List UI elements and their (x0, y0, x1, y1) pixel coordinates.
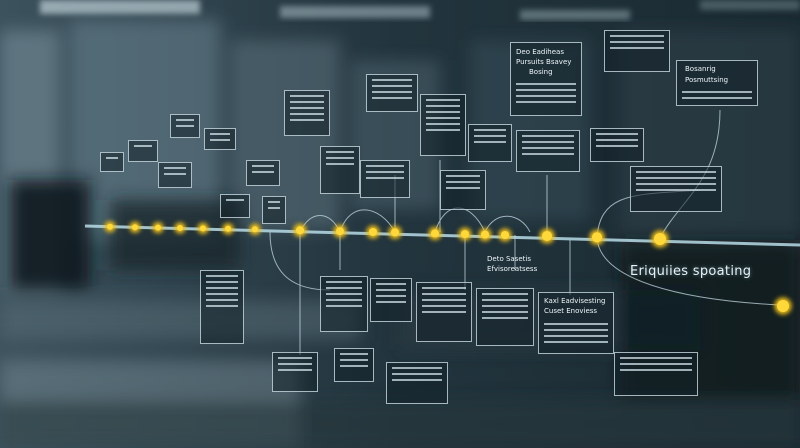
timeline-nodes (104, 221, 792, 315)
panel-right-sub: Posmuttsing (685, 76, 729, 84)
panel-top-e (516, 130, 580, 172)
timeline-node (777, 300, 789, 312)
ceiling-lights (40, 0, 800, 20)
panel-top-a (284, 90, 330, 136)
panel-left-e (128, 140, 158, 162)
panel-right-title: Bosanrig (685, 65, 716, 73)
timeline-node (200, 225, 206, 232)
panel-top-f (590, 128, 644, 162)
timeline-node (336, 227, 344, 236)
timeline-node (592, 232, 602, 243)
timeline-nodes-core (107, 223, 789, 312)
panel-bottom-i (614, 352, 698, 396)
panel-bottom-c (416, 282, 472, 342)
panel-left-g (262, 196, 286, 224)
panel-top-d (468, 124, 512, 162)
panel-left-d (158, 162, 192, 188)
panel-top-g (604, 30, 670, 72)
panel-bottom-b (370, 278, 412, 322)
panel-top-title: Deo Eadiheas (516, 48, 564, 56)
panel-bottom-e (272, 352, 318, 392)
panel-top-center: Deo Eadiheas Pursuits Bsavey Bosing (510, 42, 582, 116)
panel-left-a (246, 160, 280, 186)
panel-bottom-lower: Kaxl Eadvisesting Cuset Enoviess (538, 292, 614, 354)
panel-center-sub: Efvisoreatsess (487, 265, 538, 273)
panel-bottom-h (200, 270, 244, 344)
timeline-node (501, 231, 509, 239)
panel-top-c (420, 94, 466, 156)
panel-bottom-g (386, 362, 448, 404)
panel-center: Deto Sasetis Efvisoreatsess (484, 252, 542, 282)
panel-top-sub-1: Pursuits Bsavey (516, 58, 572, 66)
panel-left-b (170, 114, 200, 138)
panel-mid-c (320, 146, 360, 194)
timeline-node (431, 229, 439, 238)
panel-lower-title: Kaxl Eadvisesting (544, 297, 606, 305)
timeline-node (461, 230, 469, 239)
timeline-node (391, 228, 399, 237)
timeline-node (177, 225, 183, 231)
timeline-node (481, 230, 489, 239)
panel-bottom-a (320, 276, 368, 332)
panel-mid-b (440, 170, 486, 210)
panel-top-right: Bosanrig Posmuttsing (676, 60, 758, 106)
timeline-node (252, 226, 258, 233)
timeline-node (107, 223, 113, 230)
timeline (84, 224, 800, 247)
panel-top-b (366, 74, 418, 112)
panel-bottom-d (476, 288, 534, 346)
panel-top-sub-2: Bosing (529, 68, 553, 76)
panel-mid-right (630, 166, 722, 212)
panel-left-f (100, 152, 124, 172)
timeline-node (542, 231, 552, 241)
overlay-caption: Eriquiies spoating (630, 264, 752, 279)
panel-bottom-f (334, 348, 374, 382)
timeline-node (296, 226, 304, 235)
timeline-node (654, 233, 666, 245)
timeline-node (132, 224, 138, 231)
panel-left-h (220, 194, 250, 218)
connector-lines (269, 109, 781, 355)
timeline-node (155, 224, 161, 231)
timeline-node (225, 225, 231, 232)
panel-lower-sub: Cuset Enoviess (544, 307, 598, 315)
panel-mid-a (360, 160, 410, 198)
panel-center-title: Deto Sasetis (487, 255, 531, 263)
panel-left-c (204, 128, 236, 150)
timeline-node (369, 228, 377, 236)
